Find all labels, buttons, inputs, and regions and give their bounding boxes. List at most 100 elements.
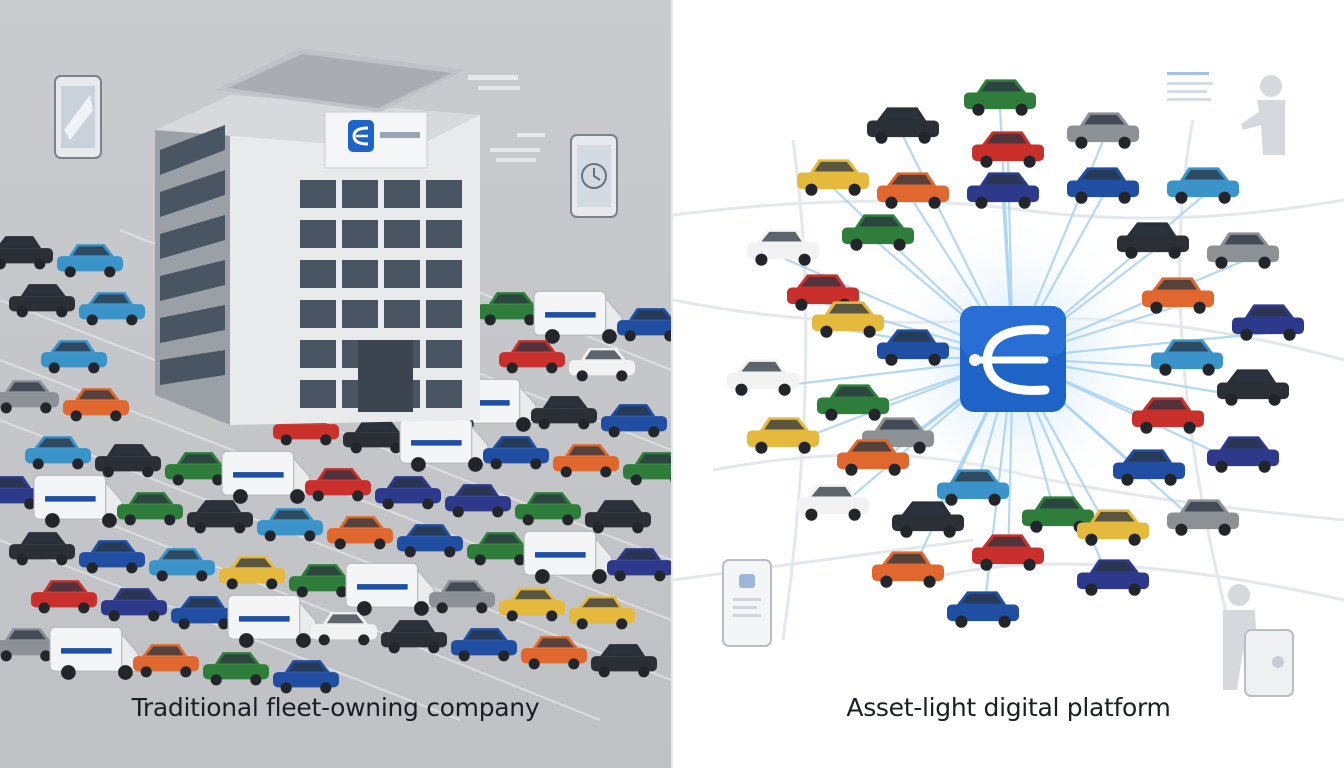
- platform-car-icon: [812, 301, 884, 338]
- platform-car-icon: [1077, 509, 1149, 546]
- fleet-car-icon: [607, 548, 671, 582]
- fleet-van-icon: [523, 530, 617, 584]
- platform-car-icon: [964, 79, 1036, 116]
- building-sign: [324, 111, 428, 169]
- fleet-car-icon: [31, 580, 97, 614]
- fleet-car-icon: [0, 236, 53, 270]
- platform-cars: [727, 79, 1304, 628]
- fleet-car-icon: [289, 564, 355, 598]
- platform-car-icon: [1207, 232, 1279, 269]
- fleet-car-icon: [499, 340, 565, 374]
- fleet-car-icon: [219, 556, 285, 590]
- smartphone-clock-icon: [570, 134, 618, 218]
- fleet-van-icon: [221, 450, 315, 504]
- fleet-car-icon: [311, 612, 377, 646]
- platform-car-icon: [1067, 167, 1139, 204]
- person-icon: [1241, 75, 1285, 155]
- fleet-car-icon: [477, 292, 543, 326]
- panel-divider: [671, 0, 673, 768]
- fleet-parking-lot-illustration: [0, 48, 671, 721]
- fleet-car-icon: [25, 436, 91, 470]
- fleet-car-icon: [63, 388, 129, 422]
- fleet-car-icon: [451, 628, 517, 662]
- fleet-car-icon: [79, 540, 145, 574]
- platform-car-icon: [1142, 277, 1214, 314]
- fleet-car-icon: [149, 548, 215, 582]
- fleet-car-icon: [133, 644, 199, 678]
- platform-car-icon: [937, 469, 1009, 506]
- fleet-car-icon: [257, 508, 323, 542]
- fleet-car-icon: [41, 340, 107, 374]
- fleet-car-icon: [95, 444, 161, 478]
- fleet-car-icon: [467, 532, 533, 566]
- fleet-car-icon: [165, 452, 231, 486]
- platform-car-icon: [1067, 112, 1139, 149]
- platform-car-icon: [1167, 499, 1239, 536]
- platform-car-icon: [1151, 339, 1223, 376]
- fleet-car-icon: [375, 476, 441, 510]
- fleet-car-icon: [499, 588, 565, 622]
- platform-caption: Asset-light digital platform: [846, 693, 1171, 722]
- fleet-car-icon: [585, 500, 651, 534]
- fleet-car-icon: [187, 500, 253, 534]
- platform-car-icon: [817, 384, 889, 421]
- platform-car-icon: [747, 229, 819, 266]
- fleet-car-icon: [601, 404, 667, 438]
- platform-car-icon: [872, 551, 944, 588]
- fleet-van-icon: [533, 290, 627, 344]
- fleet-car-icon: [569, 348, 635, 382]
- fleet-car-icon: [171, 596, 237, 630]
- platform-car-icon: [1217, 369, 1289, 406]
- platform-car-icon: [1207, 436, 1279, 473]
- platform-app-icon: [960, 306, 1066, 412]
- fleet-car-icon: [57, 244, 123, 278]
- fleet-car-icon: [9, 284, 75, 318]
- office-building-icon: [155, 48, 480, 425]
- platform-car-icon: [1167, 167, 1239, 204]
- fleet-car-icon: [445, 484, 511, 518]
- fleet-car-icon: [553, 444, 619, 478]
- fleet-car-icon: [569, 596, 635, 630]
- fleet-car-icon: [117, 492, 183, 526]
- floating-text-lines: [1167, 72, 1213, 101]
- fleet-car-icon: [623, 452, 671, 486]
- fleet-van-icon: [399, 418, 493, 472]
- platform-car-icon: [837, 439, 909, 476]
- fleet-car-icon: [0, 476, 43, 510]
- platform-car-icon: [892, 501, 964, 538]
- fleet-car-icon: [305, 468, 371, 502]
- fleet-car-icon: [79, 292, 145, 326]
- platform-car-icon: [727, 359, 799, 396]
- fleet-car-icon: [429, 580, 495, 614]
- platform-car-icon: [867, 107, 939, 144]
- fleet-car-icon: [0, 628, 59, 662]
- platform-car-icon: [1232, 304, 1304, 341]
- fleet-owning-panel: Traditional fleet-owning company: [0, 0, 671, 768]
- smartphone-app-icon: [722, 559, 772, 647]
- fleet-car-icon: [381, 620, 447, 654]
- fleet-car-icon: [591, 644, 657, 678]
- fleet-car-icon: [617, 308, 671, 342]
- platform-car-icon: [797, 159, 869, 196]
- platform-car-icon: [972, 534, 1044, 571]
- fleet-van-icon: [227, 594, 321, 648]
- fleet-car-icon: [397, 524, 463, 558]
- smartphone-icon: [54, 75, 102, 159]
- fleet-car-icon: [483, 436, 549, 470]
- building-entrance: [358, 340, 413, 412]
- fleet-van-icon: [49, 626, 143, 680]
- platform-car-icon: [877, 329, 949, 366]
- platform-car-icon: [947, 591, 1019, 628]
- platform-car-icon: [1113, 449, 1185, 486]
- fleet-car-icon: [203, 652, 269, 686]
- fleet-car-icon: [521, 636, 587, 670]
- platform-car-icon: [877, 172, 949, 209]
- platform-car-icon: [797, 484, 869, 521]
- platform-network-illustration: [673, 72, 1344, 697]
- floating-text-lines: [468, 75, 545, 162]
- platform-car-icon: [972, 131, 1044, 168]
- fleet-car-icon: [531, 396, 597, 430]
- platform-car-icon: [1117, 222, 1189, 259]
- platform-car-icon: [1132, 397, 1204, 434]
- fleet-caption: Traditional fleet-owning company: [131, 693, 540, 722]
